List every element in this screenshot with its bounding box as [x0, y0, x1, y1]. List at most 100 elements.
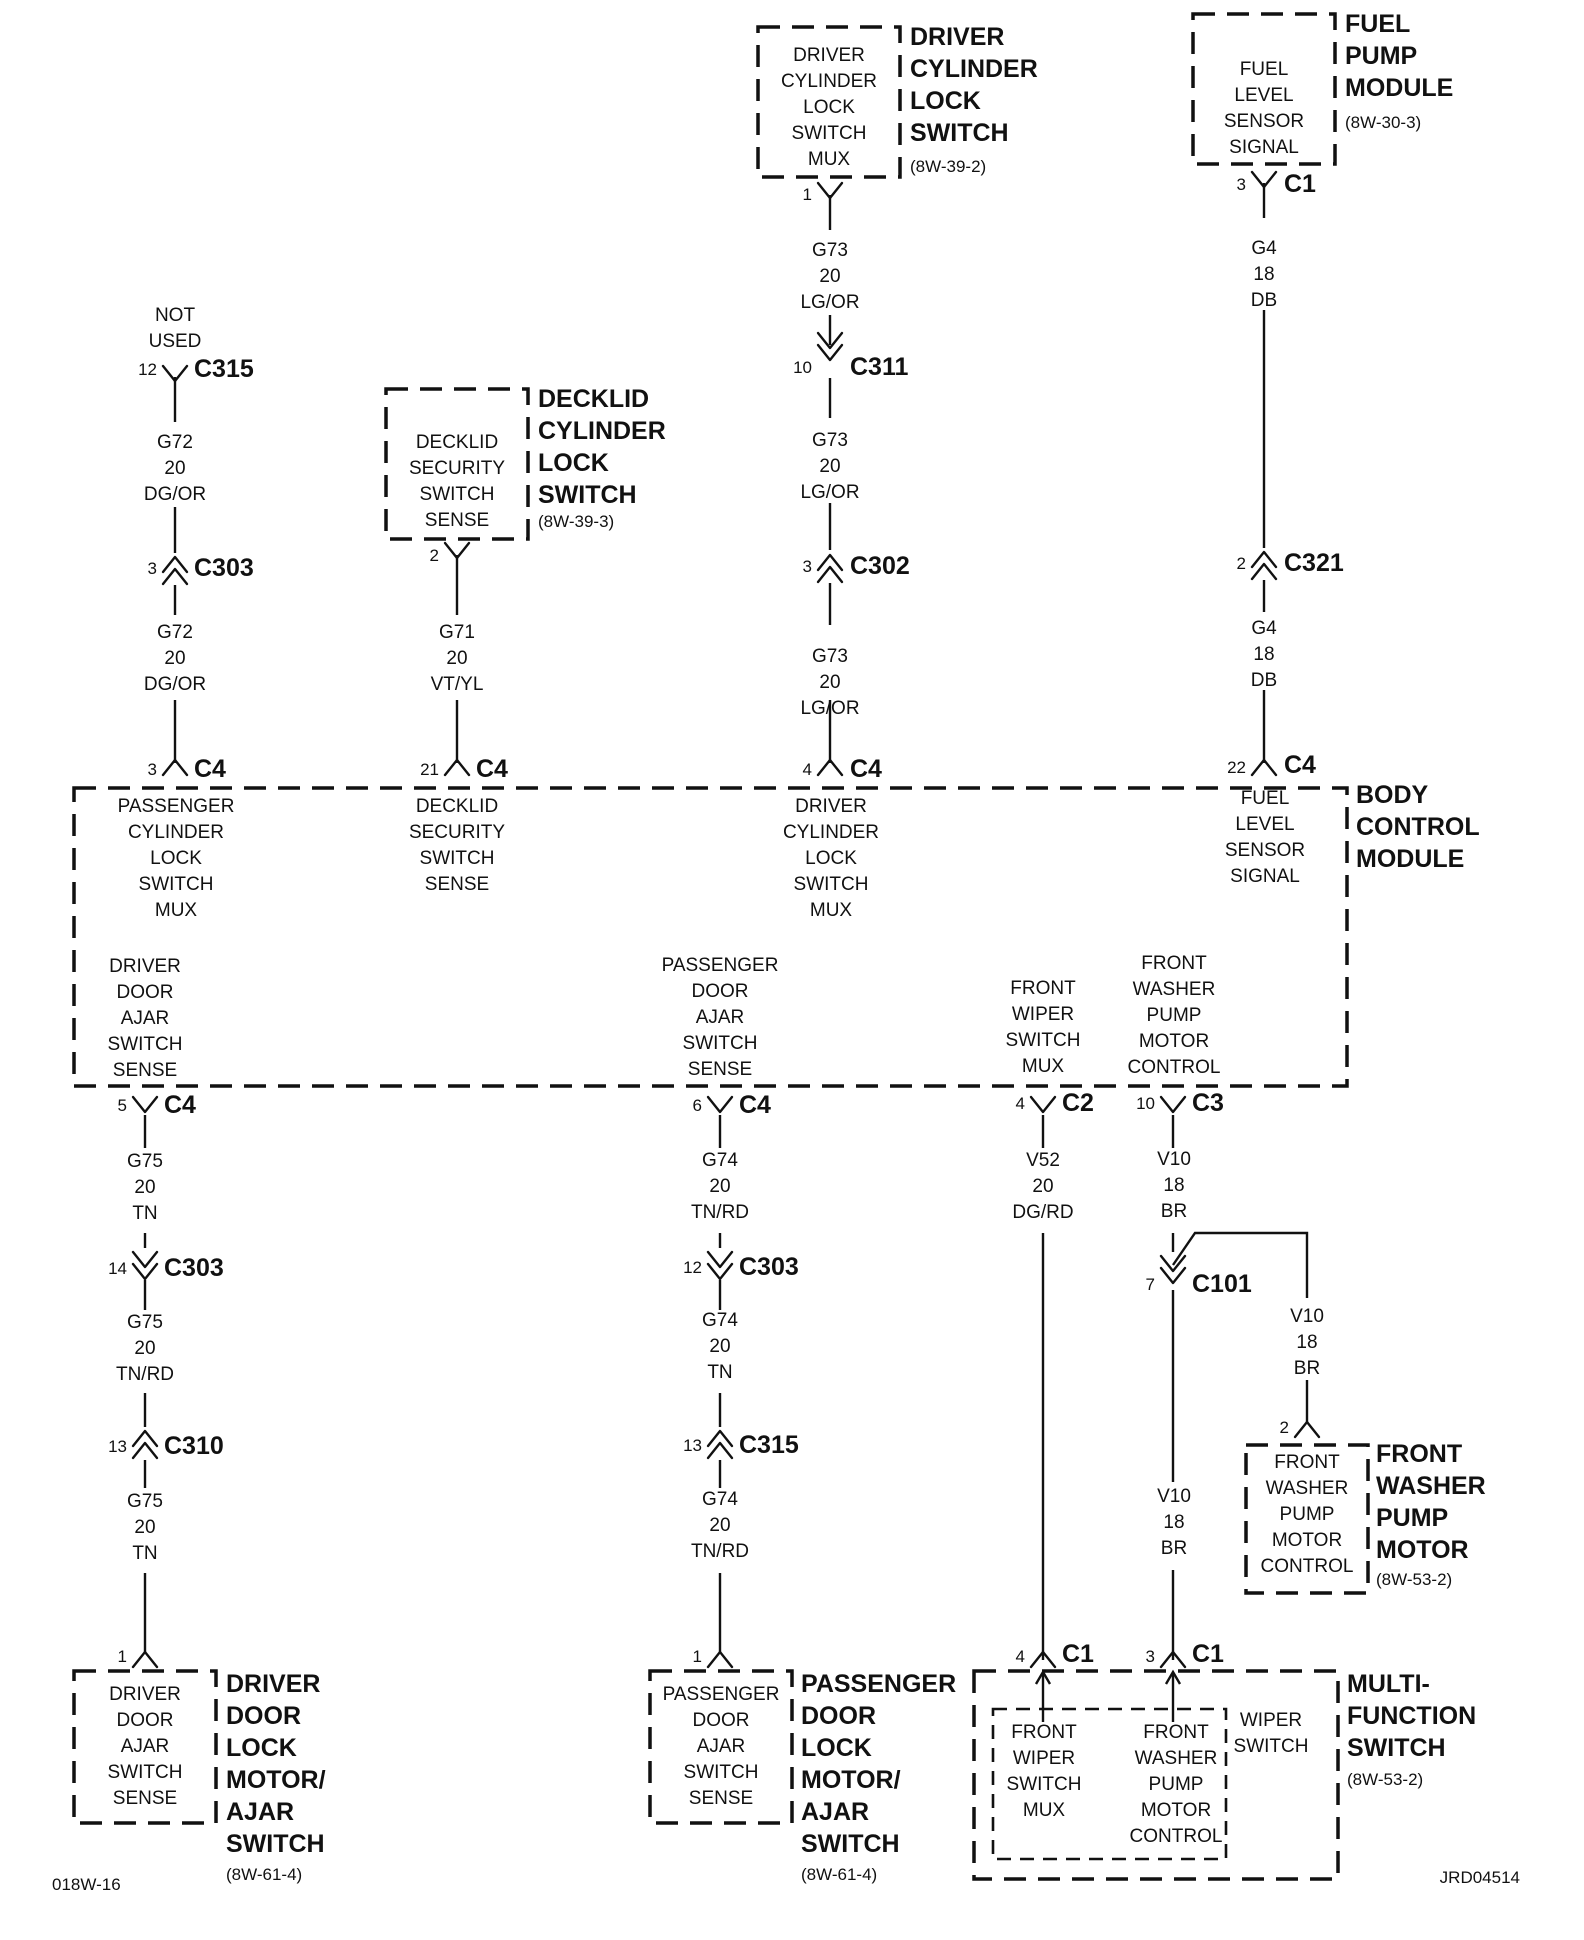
pin-c303-top: 3	[148, 559, 157, 578]
passenger-door-lock-motor-box	[648, 1669, 794, 1825]
conn-c310: C310	[164, 1432, 224, 1460]
footer-right-code: JRD04514	[1440, 1868, 1520, 1887]
conn-bcm-c4-3: C4	[850, 755, 882, 783]
conn-c302: C302	[850, 552, 910, 580]
pin-c315-mid: 13	[683, 1436, 702, 1455]
pin-fpm-c1: 3	[1237, 175, 1246, 194]
front-washer-pump-motor-ref: (8W-53-2)	[1376, 1570, 1452, 1589]
conn-c321: C321	[1284, 549, 1344, 577]
pin-front-washer-motor: 2	[1280, 1418, 1289, 1437]
pin-bcm-c4-3: 4	[803, 760, 812, 779]
pin-c101: 7	[1146, 1275, 1155, 1294]
conn-c315-top: C315	[194, 355, 254, 383]
conn-c303-top: C303	[194, 554, 254, 582]
pin-bcm-c4-2: 21	[420, 760, 439, 779]
pin-c321: 2	[1237, 554, 1246, 573]
footer-left-code: 018W-16	[52, 1875, 121, 1894]
pin-bcm-c4-1: 3	[148, 760, 157, 779]
pin-c303-mid: 12	[683, 1258, 702, 1277]
driver-cyl-lock-switch-ref: (8W-39-2)	[910, 157, 986, 176]
pin-bcm-c4-4: 22	[1227, 758, 1246, 777]
conn-bcm-c4-4: C4	[1284, 751, 1316, 779]
decklid-cyl-lock-switch-ref: (8W-39-3)	[538, 512, 614, 531]
decklid-cylinder-lock-switch-box	[384, 387, 530, 541]
driver-door-lock-motor-box	[72, 1669, 218, 1825]
pin-dcl-c1: 1	[803, 185, 812, 204]
pin-c310: 13	[108, 1437, 127, 1456]
pin-pass-door-motor: 1	[693, 1647, 702, 1666]
pin-bcm-c2: 4	[1016, 1094, 1025, 1113]
conn-fpm-c1: C1	[1284, 170, 1316, 198]
pin-c302: 3	[803, 557, 812, 576]
conn-mfs-c1-3: C1	[1192, 1640, 1224, 1668]
conn-bcm-c4-6: C4	[739, 1091, 771, 1119]
pin-decklid: 2	[430, 546, 439, 565]
body-control-module-box	[72, 786, 1349, 1088]
multi-function-switch-box	[972, 1669, 1340, 1881]
conn-bcm-c4-5: C4	[164, 1091, 196, 1119]
pin-mfs-c1-4: 4	[1016, 1647, 1025, 1666]
pin-driver-door-motor: 1	[118, 1647, 127, 1666]
connector-symbols	[131, 170, 1321, 1669]
pin-c303-left: 14	[108, 1259, 127, 1278]
conn-c311: C311	[850, 353, 908, 381]
pin-c315-top: 12	[138, 360, 157, 379]
driver-door-lock-motor-ref: (8W-61-4)	[226, 1865, 302, 1884]
pass-door-lock-motor-ref: (8W-61-4)	[801, 1865, 877, 1884]
mfs-ref: (8W-53-2)	[1347, 1770, 1423, 1789]
conn-mfs-c1-4: C1	[1062, 1640, 1094, 1668]
conn-bcm-c4-1: C4	[194, 755, 226, 783]
conn-c315-mid: C315	[739, 1431, 799, 1459]
fuel-pump-module-box	[1191, 12, 1337, 166]
pin-bcm-c4-6: 6	[693, 1096, 702, 1115]
conn-bcm-c3: C3	[1192, 1089, 1224, 1117]
driver-cylinder-lock-switch-box	[756, 25, 902, 179]
conn-bcm-c2: C2	[1062, 1089, 1094, 1117]
pin-bcm-c3: 10	[1136, 1094, 1155, 1113]
conn-c101: C101	[1192, 1270, 1252, 1298]
wiper-switch-inner-box	[991, 1707, 1228, 1861]
pin-mfs-c1-3: 3	[1146, 1647, 1155, 1666]
pin-bcm-c4-5: 5	[118, 1096, 127, 1115]
fuel-pump-module-ref: (8W-30-3)	[1345, 113, 1421, 132]
